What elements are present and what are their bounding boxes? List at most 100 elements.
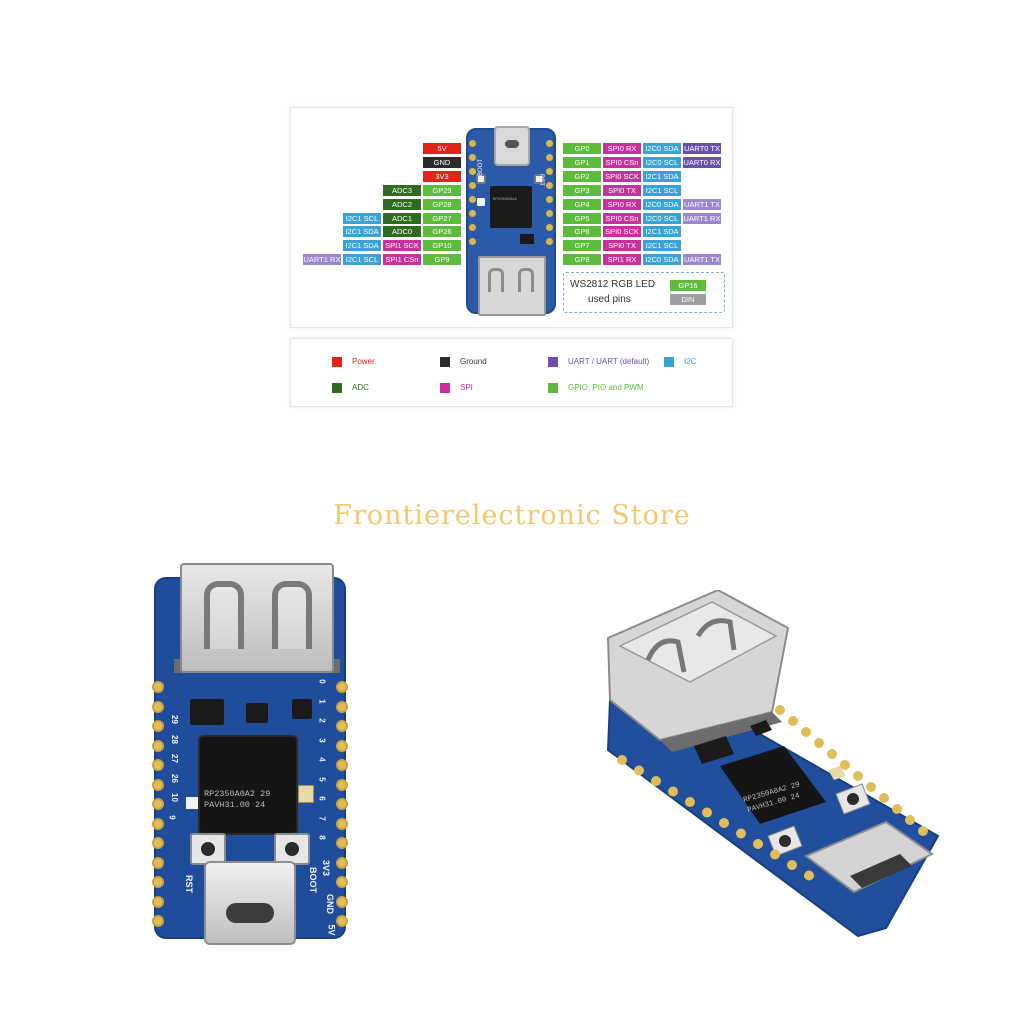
pin-label: SPI0 TX [603,240,641,252]
usb-a-connector [180,563,334,673]
castellated-pad [702,807,712,818]
pin-label: I2C0 SDA [643,254,681,266]
pin-label: I2C1 SDA [343,240,381,252]
castellated-pad [827,749,837,759]
led-subtitle: used pins [588,294,631,305]
reset-button-knob [779,835,791,847]
pin-label: GP6 [563,226,601,238]
castellated-pad [152,681,164,693]
usb-a-contact-left [645,638,687,673]
castellated-pad [866,782,876,792]
castellated-pad [753,839,763,849]
legend-item: GPIO, PIO and PWM [548,382,698,394]
led-signal-label: DIN [670,294,706,305]
regulator-ic [520,234,534,244]
pin-number: 27 [169,754,179,763]
pin-number: 5 [317,776,327,782]
castellated-pad [651,776,661,786]
led-title: WS2812 RGB LED [570,279,656,290]
pin-label: I2C1 SDA [643,170,681,182]
pin-number: 6 [317,796,327,801]
legend-swatch [332,357,342,367]
pin-number: 8 [317,835,327,840]
castellated-pad [152,876,164,888]
flash-ic [694,736,734,764]
legend-swatch [548,357,558,367]
legend-label: GPIO, PIO and PWM [568,383,644,392]
pin-number: 4 [317,757,327,762]
pin-label: GP2 [563,170,601,182]
castellated-pad [685,797,695,807]
boot-button [476,174,486,184]
regulator-ic [750,720,772,736]
pin-label: I2C1 SDA [643,226,681,238]
regulator-ic [246,703,268,723]
pin-label: GP0 [563,143,601,154]
legend-label: UART / UART (default) [568,357,650,366]
castellated-pad [879,793,889,803]
board-photo-angled: RP2350A0A2 29 PAVH31.00 24 [600,588,945,942]
legend-swatch [332,383,342,393]
pin-label: I2C0 SDA [643,198,681,210]
led-pin-label: GP16 [670,280,706,291]
legend-swatch [440,383,450,393]
pin-number: 7 [317,815,327,821]
legend-item: I2C [664,356,814,368]
castellated-pad [719,818,729,828]
pin-label: I2C0 SCL [643,212,681,224]
castellated-pad [152,759,164,771]
pin-label: ADC3 [383,184,421,196]
legend-swatch [548,383,558,393]
legend-item: SPI [440,382,590,394]
diode [292,699,312,719]
pin-label: I2C0 SCL [643,156,681,168]
castellated-pad [788,716,798,726]
pin-number: 26 [169,773,179,783]
rst-silk-label: RST [184,875,194,893]
pin-label: ADC0 [383,226,421,238]
castellated-pad [336,876,348,888]
pin-label: GP29 [423,184,461,196]
legend-label: Ground [460,357,487,366]
castellated-pad [152,915,164,927]
usb-c-slot [850,854,912,888]
store-title: Frontierelectronic Store [333,500,691,531]
pin-label: SPI1 RX [603,254,641,266]
pin-label: GP28 [423,198,461,210]
castellated-pad [336,915,348,927]
usb-c-connector [804,820,934,894]
castellated-pad [770,849,780,860]
pin-label: ADC1 [383,212,421,224]
castellated-pad [336,817,348,830]
pin-number: 2 [317,718,327,723]
castellated-pad [336,895,348,908]
castellated-pad [336,681,348,693]
castellated-pad [736,828,746,839]
pin-label: I2C1 SCL [643,184,681,196]
usb-a-contact-right [695,618,737,651]
chip-marking-line2: PAVH31.00 24 [204,800,266,810]
pin-label: GP7 [563,240,601,252]
pin-label: SPI0 CSn [603,156,641,168]
pin-label: I2C1 SCL [343,254,381,266]
pin-label: I2C1 SDA [343,226,381,238]
castellated-pad [918,826,928,836]
castellated-pad [152,778,164,791]
crystal [828,766,846,780]
castellated-pad [801,727,811,737]
pin-label: UART1 TX [683,198,721,210]
castellated-pad [634,765,644,776]
rst-silk-label: RST [538,174,544,186]
pin-label: 3V3 [423,170,461,182]
chip-marking-line1: RP2350A0A2 29 [204,789,271,799]
pin-label: UART1 TX [683,254,721,266]
ws2812-led-box: WS2812 RGB LED used pins GP16 DIN [563,272,725,313]
pin-label: I2C0 SDA [643,143,681,154]
legend-label: SPI [460,383,473,392]
castellated-pad [336,856,348,869]
castellated-pad [668,786,678,797]
pin-label: UART1 RX [683,212,721,224]
castellated-pad [336,700,348,713]
usb-a-top-face [618,601,778,683]
castellated-pad [152,739,164,752]
